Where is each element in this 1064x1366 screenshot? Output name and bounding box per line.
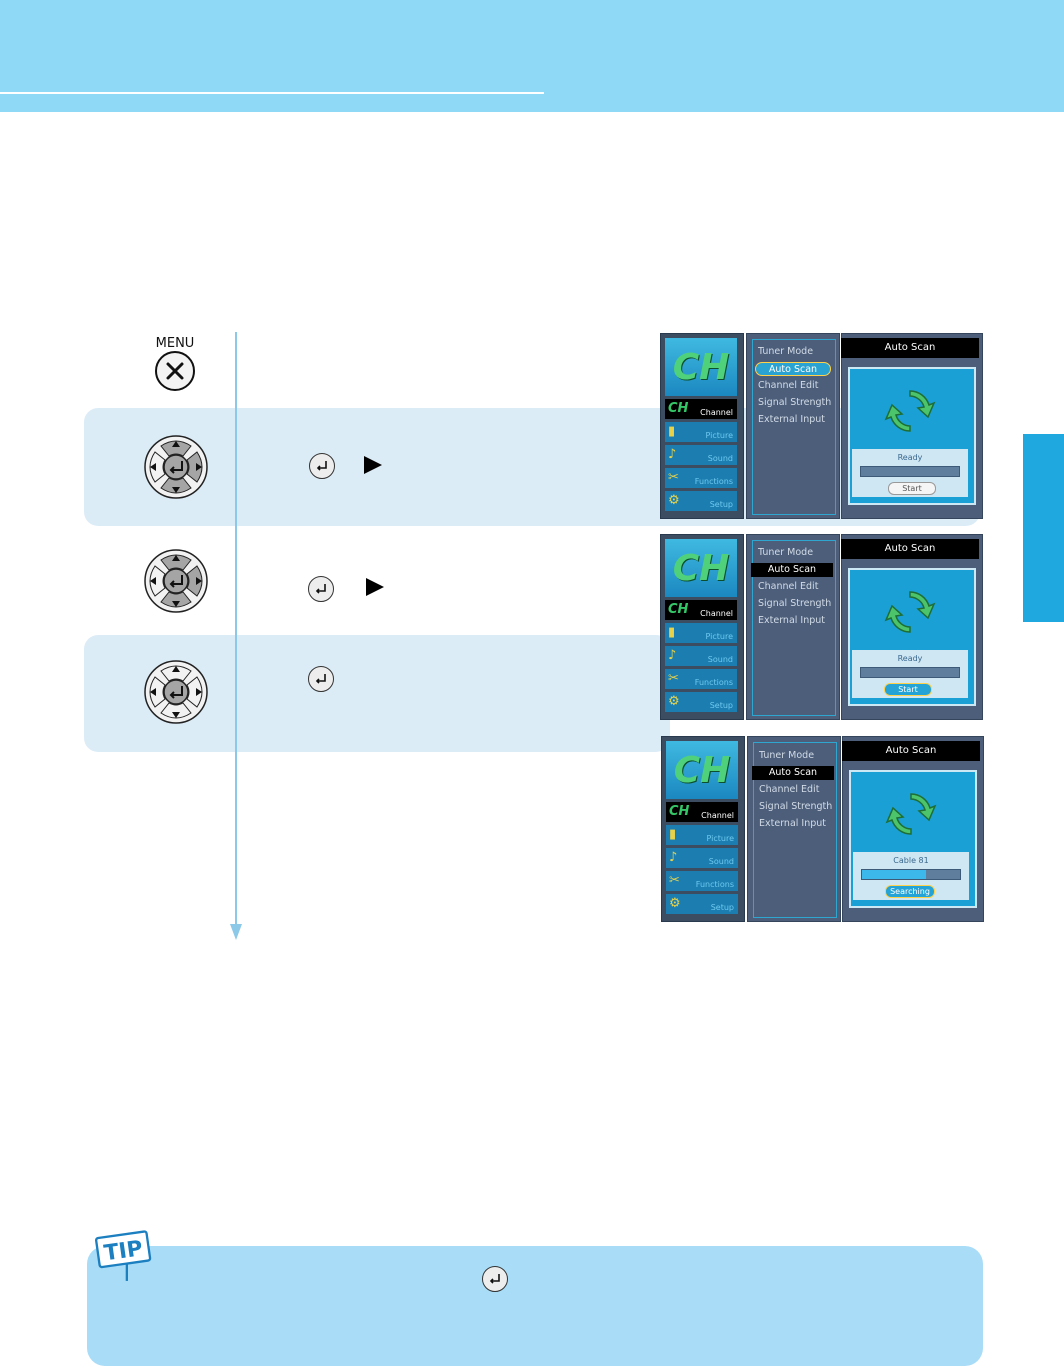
- sound-icon: ♪: [668, 648, 677, 663]
- menu-item-external-input: External Input: [759, 818, 827, 829]
- channel-logo-icon: CH: [665, 539, 737, 597]
- scan-progress-fill: [862, 870, 926, 879]
- refresh-icon: [884, 390, 936, 432]
- category-functions: ✂Functions: [666, 871, 738, 891]
- category-picture: ▮Picture: [665, 422, 737, 442]
- channel-icon: CH: [668, 401, 689, 416]
- category-sound: ♪Sound: [665, 445, 737, 465]
- scan-progress-bar: [860, 466, 960, 477]
- tip-sign-icon: TIP: [95, 1230, 152, 1281]
- panel-title: Auto Scan: [842, 741, 980, 761]
- functions-icon: ✂: [669, 873, 680, 888]
- menu-item-channel-edit: Channel Edit: [758, 380, 819, 391]
- channel-icon: CH: [669, 804, 690, 819]
- chapter-side-tab: [1023, 434, 1064, 622]
- category-sound: ♪Sound: [665, 646, 737, 666]
- panel-title: Auto Scan: [841, 539, 979, 559]
- category-functions: ✂Functions: [665, 669, 737, 689]
- enter-icon: [308, 666, 334, 692]
- channel-logo-icon: CH: [665, 338, 737, 396]
- channel-logo-icon: CH: [666, 741, 738, 799]
- picture-icon: ▮: [669, 827, 677, 842]
- setup-icon: ⚙: [669, 896, 681, 911]
- start-button: Start: [884, 683, 932, 696]
- right-arrow-icon: [364, 456, 382, 474]
- menu-item-signal-strength: Signal Strength: [758, 598, 832, 609]
- setup-icon: ⚙: [668, 493, 680, 508]
- setup-icon: ⚙: [668, 694, 680, 709]
- dpad-enter-icon: [143, 659, 209, 725]
- picture-icon: ▮: [668, 424, 676, 439]
- enter-icon: [309, 453, 335, 479]
- flow-arrow-icon: [230, 924, 242, 940]
- scan-progress-bar: [860, 667, 960, 678]
- scan-progress-bar: [861, 869, 961, 880]
- status-text: Ready: [897, 654, 923, 663]
- category-setup: ⚙Setup: [666, 894, 738, 914]
- menu-item-external-input: External Input: [758, 414, 826, 425]
- panel-title: Auto Scan: [841, 338, 979, 358]
- tip-label: TIP: [103, 1236, 145, 1266]
- flow-line: [235, 332, 237, 928]
- searching-button: Searching: [885, 885, 935, 898]
- menu-item-signal-strength: Signal Strength: [758, 397, 832, 408]
- picture-icon: ▮: [668, 625, 676, 640]
- menu-button-label: MENU: [155, 336, 195, 351]
- menu-item-auto-scan: Auto Scan: [751, 563, 833, 577]
- enter-icon: [308, 576, 334, 602]
- start-button: Start: [888, 482, 936, 495]
- menu-item-channel-edit: Channel Edit: [758, 581, 819, 592]
- refresh-icon: [885, 793, 937, 835]
- status-text: Cable 81: [893, 856, 929, 865]
- menu-item-channel-edit: Channel Edit: [759, 784, 820, 795]
- header-rule: [0, 92, 544, 94]
- menu-item-tuner-mode: Tuner Mode: [758, 547, 814, 558]
- dpad-right-enter-icon: [143, 548, 209, 614]
- right-arrow-icon: [366, 578, 384, 596]
- tip-box: [87, 1246, 983, 1366]
- menu-button-icon: [155, 351, 195, 391]
- channel-icon: CH: [668, 602, 689, 617]
- status-text: Ready: [897, 453, 923, 462]
- sound-icon: ♪: [669, 850, 678, 865]
- enter-icon: [482, 1266, 508, 1292]
- menu-item-external-input: External Input: [758, 615, 826, 626]
- menu-item-auto-scan: Auto Scan: [755, 362, 831, 376]
- category-sound: ♪Sound: [666, 848, 738, 868]
- dpad-down-enter-icon: [143, 434, 209, 500]
- category-setup: ⚙Setup: [665, 692, 737, 712]
- sound-icon: ♪: [668, 447, 677, 462]
- category-picture: ▮Picture: [666, 825, 738, 845]
- menu-item-tuner-mode: Tuner Mode: [758, 346, 814, 357]
- functions-icon: ✂: [668, 671, 679, 686]
- category-functions: ✂Functions: [665, 468, 737, 488]
- menu-item-auto-scan: Auto Scan: [752, 766, 834, 780]
- refresh-icon: [884, 591, 936, 633]
- category-picture: ▮Picture: [665, 623, 737, 643]
- functions-icon: ✂: [668, 470, 679, 485]
- category-setup: ⚙Setup: [665, 491, 737, 511]
- menu-item-tuner-mode: Tuner Mode: [759, 750, 815, 761]
- menu-item-signal-strength: Signal Strength: [759, 801, 833, 812]
- page-header-band: [0, 0, 1064, 112]
